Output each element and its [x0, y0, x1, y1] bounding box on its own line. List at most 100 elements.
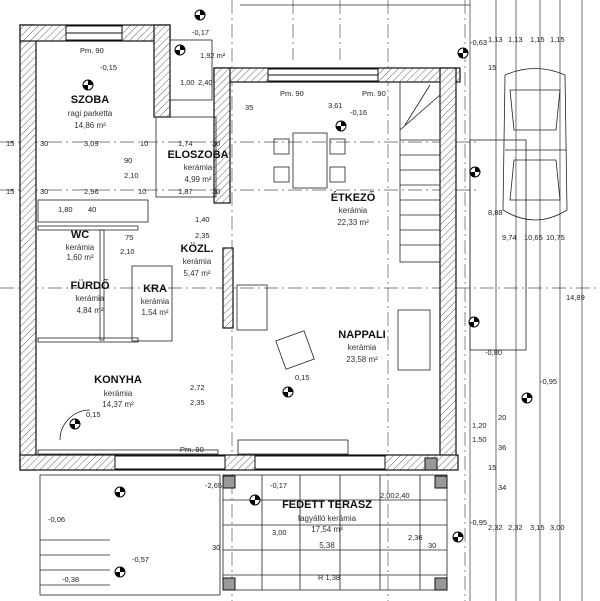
furniture [37, 132, 431, 455]
room-name: NAPPALI [338, 329, 385, 341]
plan-label: 15 [6, 187, 14, 196]
dimension-lines [240, 0, 583, 601]
plan-label: 2,00 [380, 491, 395, 500]
plan-label: 2,36 [408, 533, 423, 542]
level-markers [69, 9, 533, 578]
plan-label: 30 [212, 187, 220, 196]
plan-label: 9,74 [502, 233, 517, 242]
level-marker-icon [469, 166, 481, 178]
level-marker-icon [194, 9, 206, 21]
plan-label: 2,32 [488, 523, 503, 532]
level-marker-icon [282, 386, 294, 398]
plan-label: 36 [498, 443, 506, 452]
plan-label: 5,47 m² [183, 269, 210, 278]
plan-label: 1,87 [178, 187, 193, 196]
plan-label: 3,15 [530, 523, 545, 532]
plan-label: 2,72 [190, 383, 205, 392]
plan-label: 4,84 m² [76, 306, 103, 315]
plan-label: 22,33 m² [337, 218, 369, 227]
level-marker-icon [335, 120, 347, 132]
plan-label: 2,96 [84, 187, 99, 196]
room-name: KONYHA [94, 374, 142, 386]
plan-label: 1,13 [488, 35, 503, 44]
plan-label: kerámia [348, 343, 377, 352]
plan-label: 15 [6, 139, 14, 148]
plan-label: 2,10 [120, 247, 135, 256]
plan-label: 30 [212, 543, 220, 552]
plan-label: 23,58 m² [346, 355, 378, 364]
plan-label: 5,38 [319, 541, 335, 550]
plan-label: -0,57 [132, 555, 149, 564]
level-marker-icon [174, 44, 186, 56]
plan-label: 15 [488, 463, 496, 472]
plan-label: 1,74 [178, 139, 193, 148]
level-marker-icon [521, 392, 533, 404]
plan-label: Pm. 90 [180, 445, 204, 454]
plan-label: 1,40 [195, 215, 210, 224]
plan-label: -0,16 [350, 108, 367, 117]
plan-label: kerámia [183, 257, 212, 266]
room-name: KRA [143, 283, 167, 295]
parapet-labels: Pm. 90 Pm. 90 Pm. 90 Pm. 90 [80, 46, 386, 454]
sofa [397, 309, 431, 371]
plan-label: Pm. 90 [280, 89, 304, 98]
plan-label: 10 [140, 139, 148, 148]
plan-label: 10,75 [546, 233, 565, 242]
plan-label: -0,06 [48, 515, 65, 524]
plan-label: 1,15 [550, 35, 565, 44]
windows [65, 25, 386, 470]
plan-label: 10 [138, 187, 146, 196]
room-name: FÜRDŐ [70, 279, 110, 292]
plan-label: 3,09 [84, 139, 99, 148]
level-labels: -0,15 -0,17 -0,16 0,15 0,15 -2,65 -0,17 … [48, 28, 557, 584]
plan-label: 2,40 [395, 491, 410, 500]
plan-label: 1,13 [508, 35, 523, 44]
plan-label: 3,61 [328, 101, 343, 110]
plan-label: 10,65 [524, 233, 543, 242]
plan-label: 1,80 [58, 205, 73, 214]
plan-label: -0,15 [100, 63, 117, 72]
room-name: FEDETT TERASZ [282, 499, 372, 511]
level-marker-icon [69, 418, 81, 430]
plan-label: 2,35 [195, 231, 210, 240]
plan-label: -0,38 [62, 575, 79, 584]
plan-label: kerámia [76, 294, 105, 303]
plan-label: 90 [124, 156, 132, 165]
level-marker-icon [249, 494, 261, 506]
plan-label: 35 [245, 103, 253, 112]
room-name: KÖZL. [181, 242, 214, 255]
room-labels: SZOBA ragi parketta 14,86 m² ELOSZOBA ke… [66, 94, 386, 550]
plan-label: 30 [40, 187, 48, 196]
level-marker-icon [114, 566, 126, 578]
armchair [275, 330, 315, 370]
plan-label: 0,15 [86, 410, 101, 419]
car-icon [502, 68, 568, 221]
plan-label: 1,54 m² [141, 308, 168, 317]
level-marker-icon [114, 486, 126, 498]
plan-label: Pm. 90 [80, 46, 104, 55]
plan-label: 14,37 m² [102, 400, 134, 409]
plan-label: R 1,38 [318, 573, 340, 582]
right-dimension-labels: 1,13 1,13 1,15 1,15 15 8,88 9,74 10,65 1… [488, 35, 585, 532]
plan-label: 30 [40, 139, 48, 148]
room-name: WC [71, 229, 89, 241]
plan-label: 15 [488, 63, 496, 72]
plan-label: 4,99 m² [184, 175, 211, 184]
plan-label: Pm. 90 [362, 89, 386, 98]
plan-label: 75 [125, 233, 133, 242]
plan-label: 2,10 [124, 171, 139, 180]
plan-label: kerámia [184, 163, 213, 172]
plan-label: 17,54 m² [311, 525, 343, 534]
fireplace [236, 284, 268, 331]
plan-label: 2,32 [508, 523, 523, 532]
level-marker-icon [82, 79, 94, 91]
plan-label: 8,88 [488, 208, 503, 217]
plan-label: 1,92 m² [200, 51, 226, 60]
plan-label: kerámia [141, 297, 170, 306]
plan-label: 3,00 [272, 528, 287, 537]
dimension-labels: 15 30 3,09 10 1,74 30 15 30 2,96 10 1,87… [6, 51, 487, 582]
plan-label: -2,65 [205, 481, 222, 490]
plan-label: 20 [498, 413, 506, 422]
plan-label: kerámia [66, 243, 95, 252]
